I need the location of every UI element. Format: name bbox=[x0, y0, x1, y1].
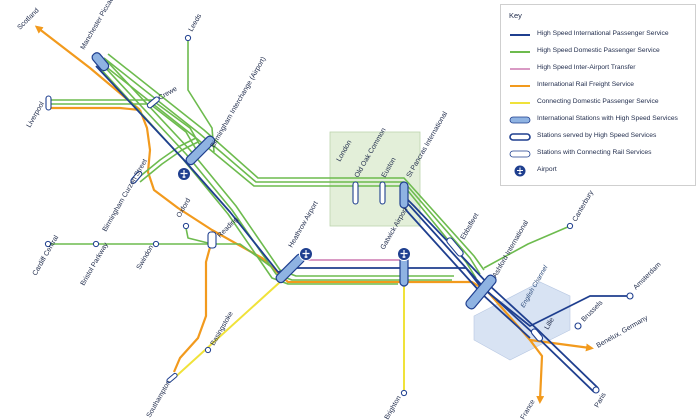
station-reading bbox=[207, 231, 217, 249]
station-bham-interchange bbox=[185, 135, 216, 166]
label-basingstoke: Basingstoke bbox=[210, 310, 235, 347]
legend-title: Key bbox=[509, 11, 522, 20]
station-basingstoke bbox=[204, 346, 212, 354]
station-crewe bbox=[146, 96, 160, 109]
station-manchester bbox=[91, 52, 110, 72]
station-curzon-street bbox=[130, 170, 143, 184]
label-paris: Paris bbox=[594, 391, 608, 409]
airport-icons bbox=[177, 167, 411, 261]
label-cardiff: Cardiff Central bbox=[32, 234, 61, 277]
airport-icon-gatwick bbox=[397, 247, 411, 261]
station-brussels bbox=[574, 322, 582, 330]
label-ashford: Ashford International bbox=[492, 219, 531, 279]
legend-item: International Rail Freight Service bbox=[507, 80, 693, 92]
yellow-line-icon bbox=[510, 102, 530, 104]
label-ebbsfleet: Ebbsfleet bbox=[460, 212, 481, 241]
station-leeds bbox=[184, 34, 192, 42]
label-france: France bbox=[520, 399, 537, 420]
station-brighton bbox=[400, 389, 408, 397]
label-leeds: Leeds bbox=[188, 13, 204, 33]
station-old-oak bbox=[352, 181, 359, 205]
legend-item-label: Stations with Connecting Rail Services bbox=[537, 149, 652, 156]
station-liverpool bbox=[45, 95, 52, 111]
label-bham-interchange: Birmingham Interchange (Airport) bbox=[210, 56, 268, 149]
legend-item-label: International Rail Freight Service bbox=[537, 81, 635, 88]
station-swindon bbox=[152, 240, 160, 248]
international-stations bbox=[91, 52, 497, 310]
label-southampton: Southampton bbox=[146, 379, 173, 419]
label-manchester: Manchester Piccadilly bbox=[80, 0, 120, 51]
legend-item-label: High Speed Domestic Passenger Service bbox=[537, 47, 660, 54]
label-crewe: Crewe bbox=[158, 86, 179, 102]
station-euston bbox=[379, 181, 386, 205]
freight-liverpool-line bbox=[50, 106, 141, 112]
station-lille bbox=[530, 328, 544, 342]
legend-item: Airport bbox=[507, 165, 693, 177]
legend-item-label: International Stations with High Speed S… bbox=[537, 115, 678, 122]
map-legend: Key High Speed International Passenger S… bbox=[500, 4, 696, 186]
legend-item: International Stations with High Speed S… bbox=[507, 114, 693, 126]
airport-icon bbox=[514, 165, 526, 177]
station-ashford bbox=[465, 274, 497, 310]
legend-item: High Speed Inter-Airport Transfer bbox=[507, 63, 693, 75]
legend-item: High Speed Domestic Passenger Service bbox=[507, 46, 693, 58]
label-heathrow: Heathrow Airport bbox=[288, 200, 320, 249]
legend-item: Connecting Domestic Passenger Service bbox=[507, 97, 693, 109]
station-southampton bbox=[166, 372, 178, 384]
english-channel-area bbox=[473, 281, 571, 361]
station-cardiff bbox=[44, 240, 52, 248]
green-line-icon bbox=[510, 51, 530, 53]
double-circle-icon bbox=[509, 133, 531, 141]
single-capsule-icon bbox=[509, 150, 531, 158]
orange-line-icon bbox=[510, 85, 530, 87]
label-brighton: Brighton bbox=[384, 395, 403, 420]
legend-item-label: High Speed Inter-Airport Transfer bbox=[537, 64, 636, 71]
domestic-lines bbox=[48, 38, 571, 285]
navy-line-icon bbox=[510, 34, 530, 36]
label-liverpool: Liverpool bbox=[26, 101, 46, 129]
legend-item: High Speed International Passenger Servi… bbox=[507, 29, 693, 41]
label-benelux: Benelux, Germany bbox=[596, 314, 650, 349]
label-bristol: Bristol Parkway bbox=[80, 241, 110, 287]
legend-item: Stations served by High Speed Services bbox=[507, 131, 693, 143]
blue-bar-icon bbox=[509, 116, 531, 124]
station-canterbury bbox=[566, 222, 574, 230]
station-oxford bbox=[182, 222, 190, 230]
hs-stations bbox=[45, 95, 634, 394]
freight-southampton-line bbox=[172, 239, 214, 373]
station-amsterdam bbox=[626, 292, 634, 300]
label-brussels: Brussels bbox=[580, 299, 604, 323]
legend-item-label: High Speed International Passenger Servi… bbox=[537, 30, 669, 37]
freight-france-line bbox=[529, 339, 545, 404]
station-paris bbox=[592, 386, 600, 394]
connecting-stations bbox=[44, 34, 574, 397]
legend-item: Stations with Connecting Rail Services bbox=[507, 148, 693, 160]
label-reading: Reading bbox=[216, 216, 239, 239]
legend-item-label: Stations served by High Speed Services bbox=[537, 132, 657, 139]
airport-icon-birmingham bbox=[177, 167, 191, 181]
airport-icon-heathrow bbox=[299, 247, 313, 261]
label-swindon: Swindon bbox=[136, 244, 156, 271]
station-bristol bbox=[92, 240, 100, 248]
label-amsterdam: Amsterdam bbox=[632, 261, 662, 291]
station-ebbsfleet bbox=[446, 237, 464, 257]
label-scotland: Scotland bbox=[16, 7, 40, 31]
pink-line-icon bbox=[510, 68, 530, 70]
label-canterbury: Canterbury bbox=[572, 189, 596, 223]
station-st-pancras bbox=[399, 181, 409, 209]
legend-item-label: Airport bbox=[537, 166, 557, 173]
legend-item-label: Connecting Domestic Passenger Service bbox=[537, 98, 659, 105]
label-bham-curzon: Birmingham Curzon Street bbox=[102, 158, 149, 233]
